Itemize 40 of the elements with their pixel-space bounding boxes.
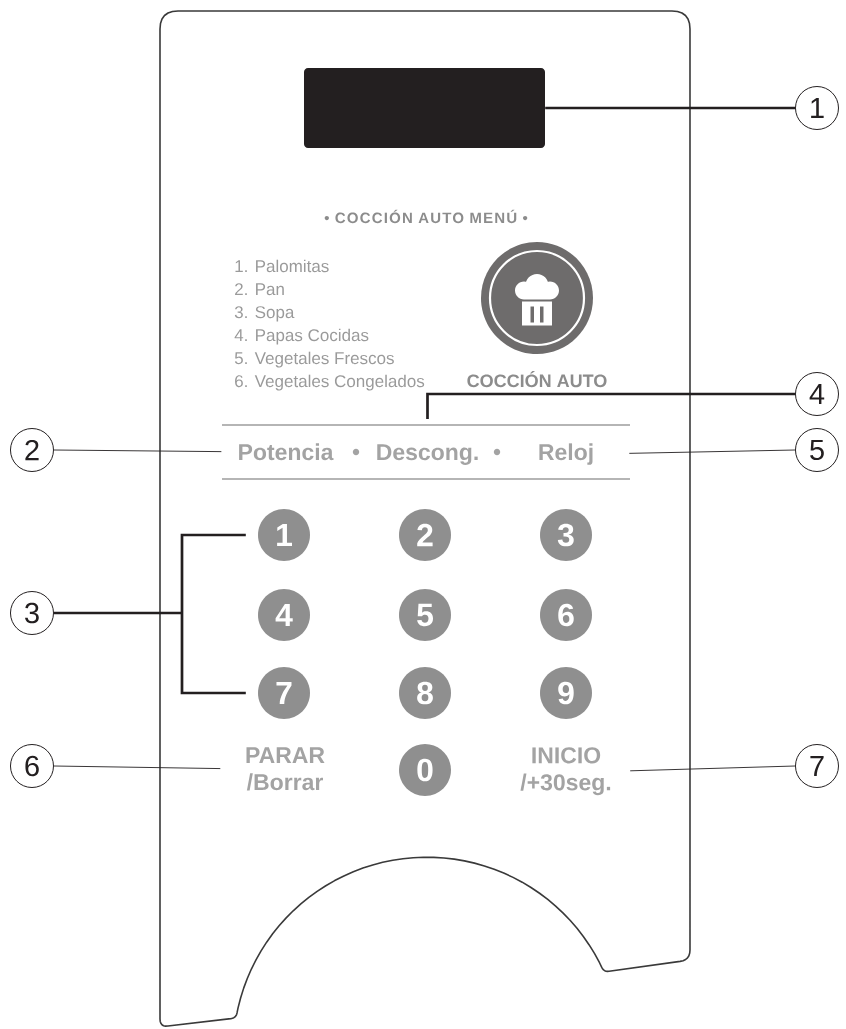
number-key: 0: [399, 744, 451, 796]
callout-number: 3: [10, 591, 54, 635]
callout-number: 1: [795, 86, 839, 130]
leader-line: [426, 392, 795, 419]
number-key: 7: [258, 667, 310, 719]
menu-item: 6. Vegetales Congelados: [235, 374, 425, 391]
number-key: 3: [540, 509, 592, 561]
function-label: Reloj: [539, 443, 593, 465]
round-button: [481, 242, 593, 354]
number-key: 9: [540, 667, 592, 719]
menu-heading: • COCCIÓN AUTO MENÚ •: [324, 209, 528, 224]
leader-line: [545, 106, 795, 110]
number-key: 4: [258, 589, 310, 641]
number-key: 2: [399, 509, 451, 561]
menu-item: 5. Vegetales Frescos: [234, 351, 394, 368]
leader-line: [628, 449, 796, 454]
callout-number: 4: [795, 372, 839, 416]
number-key: 8: [399, 667, 451, 719]
number-key: 1: [258, 509, 310, 561]
function-label: Descong.: [377, 444, 478, 465]
function-label: PARAR /Borrar: [246, 747, 325, 791]
callout-number: 5: [795, 428, 839, 472]
callout-number: 6: [10, 744, 54, 788]
control-panel: [159, 10, 691, 1027]
menu-item: 2. Pan: [235, 283, 284, 296]
menu-item: 3. Sopa: [234, 306, 295, 322]
callout-number: 2: [10, 428, 54, 472]
leader-line: [54, 533, 246, 695]
function-label: INICIO /+30seg.: [520, 747, 611, 796]
menu-item: 1. Palomitas: [235, 259, 329, 273]
number-key: 5: [399, 589, 451, 641]
display-screen: [304, 68, 545, 148]
leader-line: [629, 765, 796, 772]
callout-number: 7: [795, 744, 839, 788]
menu-item: 4. Papas Cocidas: [234, 328, 369, 345]
leader-line: [53, 449, 222, 453]
leader-line: [53, 765, 221, 770]
button-label: COCCIÓN AUTO: [467, 371, 607, 388]
function-label: Potencia: [239, 443, 334, 461]
number-key: 6: [540, 589, 592, 641]
